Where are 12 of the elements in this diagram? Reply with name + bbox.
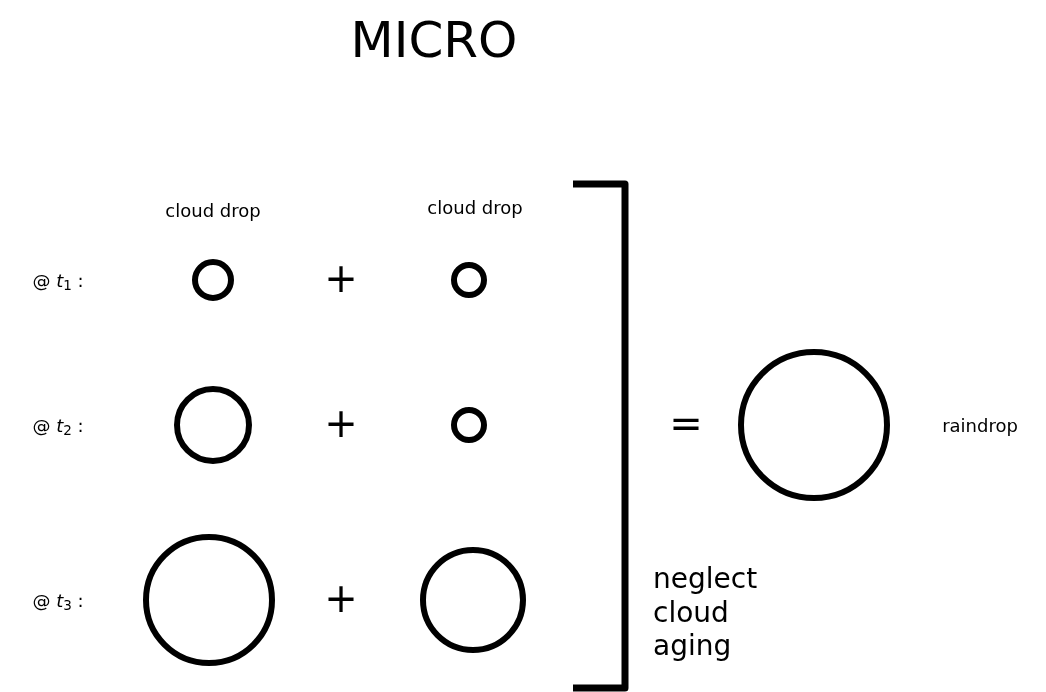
drop-label: cloud drop [427,195,523,220]
time-label: @ t$_{2}$ : [32,413,84,439]
plus-sign: + [324,403,358,443]
equals-sign: = [669,403,703,443]
title: MICRO [350,15,518,65]
plus-sign: + [324,258,358,298]
drop-label: cloud drop [165,198,261,223]
note-text: neglect cloud aging [653,561,759,663]
drop-label: raindrop [942,413,1018,438]
time-label: @ t$_{1}$ : [32,268,84,294]
time-label: @ t$_{3}$ : [32,588,84,614]
plus-sign: + [324,578,358,618]
